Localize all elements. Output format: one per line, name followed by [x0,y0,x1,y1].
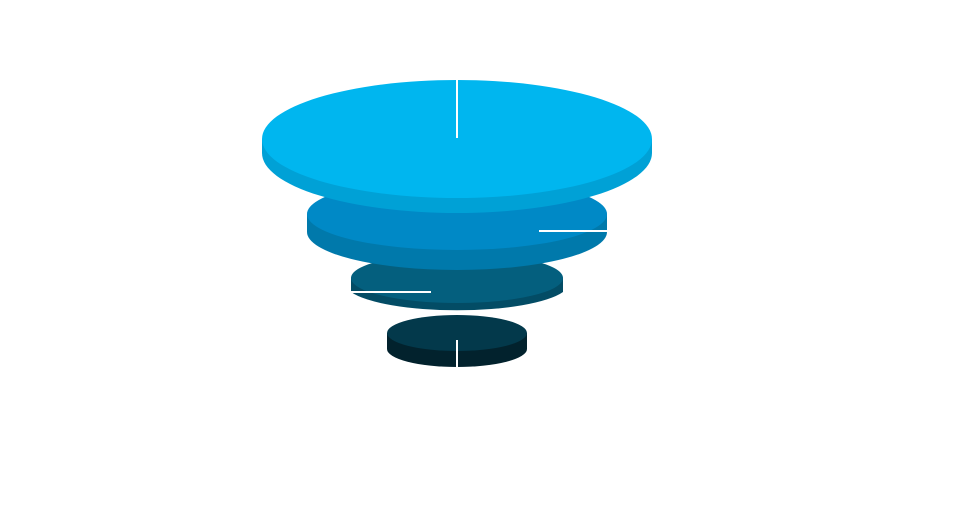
tier-4-top [387,315,527,351]
tier-1-top [262,80,652,198]
funnel-tier-1 [262,80,652,213]
